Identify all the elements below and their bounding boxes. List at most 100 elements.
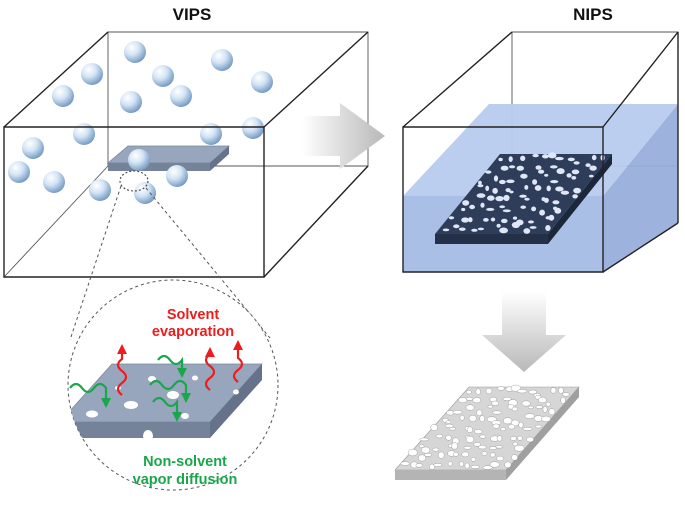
pore [476, 193, 486, 198]
pore [539, 209, 545, 216]
vapor-bubble [170, 85, 192, 107]
vapor-bubble [43, 171, 65, 193]
pore [556, 168, 565, 175]
pore [476, 409, 483, 416]
pore [461, 217, 469, 223]
pore [550, 387, 557, 394]
pore [415, 463, 423, 468]
pore [511, 221, 520, 229]
pore [571, 169, 580, 175]
pore [545, 225, 551, 231]
pore [496, 223, 501, 228]
pore [505, 188, 511, 193]
pore [511, 406, 518, 412]
pore [560, 190, 570, 195]
pore [478, 445, 487, 450]
pore [542, 154, 549, 159]
pore [585, 163, 591, 168]
pore [462, 200, 470, 206]
pore [504, 461, 512, 468]
pore [532, 153, 539, 158]
zoom-film [68, 363, 263, 442]
vips-chamber-front [3, 126, 265, 278]
pore [550, 180, 559, 184]
pore [407, 448, 418, 457]
pore [572, 194, 578, 199]
pore [508, 165, 516, 169]
pore [528, 405, 534, 409]
pore [485, 170, 492, 174]
pore [552, 200, 560, 205]
pore [548, 214, 555, 221]
pore [486, 207, 495, 211]
pore [528, 220, 534, 224]
pore [495, 196, 504, 202]
nips-porous-membrane [435, 152, 612, 244]
pore [490, 217, 496, 222]
pore [508, 156, 513, 163]
pore [430, 424, 438, 432]
pore [496, 455, 504, 462]
vapor-bubble [128, 149, 150, 171]
pore [453, 224, 460, 229]
pore [499, 205, 506, 209]
vapor-bubble [120, 91, 142, 113]
pore [496, 435, 503, 442]
pore [461, 451, 470, 458]
pore [468, 414, 477, 422]
pore [550, 165, 558, 169]
pore [534, 185, 542, 191]
pore [470, 457, 477, 462]
pore [555, 186, 564, 192]
pore [521, 400, 531, 407]
pore [438, 451, 445, 459]
pore [490, 452, 496, 458]
pore [492, 187, 498, 194]
pore [554, 207, 562, 214]
pore [479, 434, 487, 439]
process-arrow-down [482, 292, 566, 372]
pore [526, 436, 534, 443]
pore [591, 154, 597, 161]
pore [465, 396, 474, 401]
pore [499, 227, 508, 234]
pore [498, 157, 503, 162]
nonsolvent-diffusion-arrows [69, 354, 191, 422]
pore [520, 155, 526, 161]
pore [495, 445, 503, 449]
pore [547, 152, 557, 159]
membrane-pores [442, 152, 605, 234]
pore [447, 461, 453, 467]
vapor-bubble [89, 179, 111, 201]
pore [519, 194, 527, 198]
final-membrane-pores [400, 384, 570, 470]
film-pores [86, 375, 239, 442]
vips-chamber [3, 31, 369, 278]
pore [473, 442, 481, 447]
process-arrow-right [302, 103, 385, 169]
pore [492, 410, 502, 415]
vapor-bubble [81, 63, 103, 85]
vapor-bubble [22, 137, 44, 159]
pore [485, 185, 490, 191]
pore [432, 447, 440, 452]
pore [511, 454, 518, 461]
pore [433, 463, 443, 467]
pore [516, 389, 528, 394]
vapor-bubbles-front [8, 149, 188, 204]
pore [541, 415, 551, 422]
pore [491, 400, 499, 406]
vapor-bubble [200, 123, 222, 145]
pore [481, 451, 488, 456]
pore [435, 434, 443, 439]
pore [589, 174, 594, 178]
pore [520, 205, 526, 209]
vapor-bubble [124, 41, 146, 63]
pore [503, 194, 510, 202]
pore [465, 404, 475, 411]
pore [529, 226, 537, 229]
pore [524, 185, 529, 190]
pore [546, 185, 551, 192]
pore [419, 437, 429, 442]
pore [532, 179, 538, 185]
